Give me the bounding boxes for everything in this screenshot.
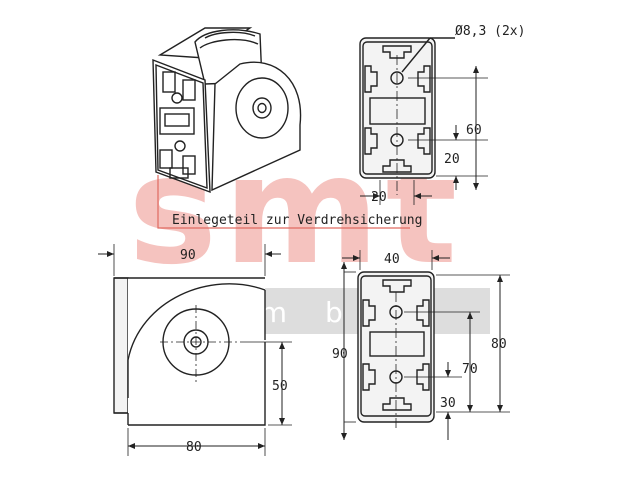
- dim-top-width: 20: [371, 190, 387, 205]
- face-view-top: [359, 37, 488, 205]
- dim-top-height: 60: [466, 123, 482, 138]
- dim-side-lower: 30: [440, 396, 456, 411]
- dim-side-upper: 70: [462, 362, 478, 377]
- isometric-view: [152, 27, 410, 229]
- hole-note-label: Ø8,3 (2x): [455, 24, 525, 39]
- insert-note-label: Einlegeteil zur Verdrehsicherung: [172, 213, 422, 228]
- dim-front-width: 90: [180, 248, 196, 263]
- dim-top-pitch: 20: [444, 152, 460, 167]
- dim-front-height: 50: [272, 379, 288, 394]
- side-view: [341, 250, 510, 440]
- dim-front-base: 80: [186, 440, 202, 455]
- front-view: [98, 244, 292, 456]
- dim-side-height-left: 90: [332, 347, 348, 362]
- dim-side-height-right: 80: [491, 337, 507, 352]
- dim-side-width: 40: [384, 252, 400, 267]
